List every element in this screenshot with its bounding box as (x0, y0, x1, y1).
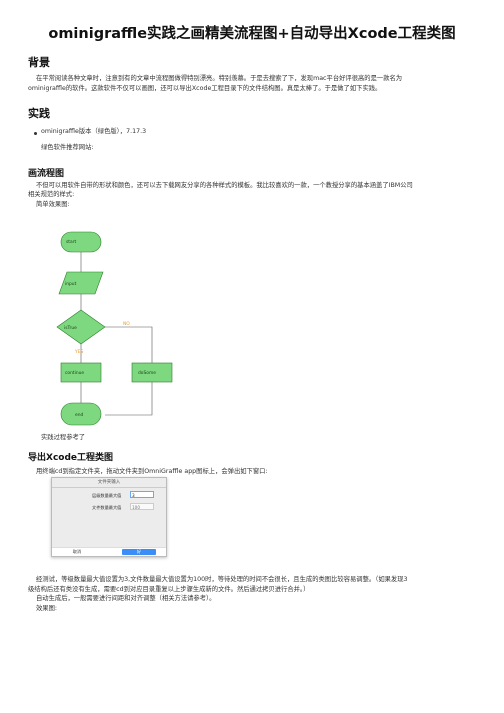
section-heading-export: 导出Xcode工程类图 (28, 453, 114, 463)
dialog-cancel-button[interactable]: 取消 (72, 549, 82, 554)
flowchart-reference-text: 实践过程参考了 (41, 434, 86, 441)
export-note-line2: 级结构后还有类没有生成，需要cd到对应目录重复以上步骤生成新的文件。然后通过拷贝… (28, 586, 310, 593)
background-paragraph-line2: ominigraffle的软件。这款软件不仅可以画图，还可以导出Xcode工程目… (28, 85, 382, 92)
flowchart-node-input (58, 271, 104, 295)
flowchart-node-decision-label: isTrue (64, 325, 77, 331)
flowchart-node-start-label: start (66, 239, 77, 245)
flowchart-branch-no-label: NO (123, 321, 130, 327)
flowchart-effect-label: 简单效果图: (36, 201, 70, 208)
background-paragraph-line1: 在平常阅读各种文章时，注意到有的文章中流程图做得特别漂亮。特别羡慕。于是去搜索了… (36, 75, 403, 82)
dialog-file-input[interactable]: 100 (130, 503, 154, 510)
flowchart-paragraph-line2: 相关规范的样式: (28, 191, 75, 198)
flowchart-node-dosome (131, 362, 173, 383)
flowchart-paragraph-line1: 不但可以用软件自带的形状和颜色，还可以去下载网友分享的各种样式的模板。我比较喜欢… (36, 182, 413, 189)
dialog-level-input[interactable]: 3 (130, 491, 154, 498)
practice-bullet-version: ominigraffle版本（绿色版），7.17.3 (41, 128, 147, 135)
export-result-label: 效果图: (36, 605, 58, 612)
flowchart-node-continue-label: continue (65, 370, 84, 376)
folder-input-dialog: 文件夹输入 层级数量最大值 3 文件数量最大值 100 取消 好 (51, 477, 167, 557)
section-heading-practice: 实践 (28, 107, 50, 120)
flowchart-node-dosome-label: doSome (138, 370, 156, 376)
flowchart-node-input-label: input (65, 281, 77, 287)
flowchart-node-start (60, 231, 102, 253)
export-note-line3: 自动生成后，一般需要进行间距和对齐调整（相关方法请参考）。 (36, 595, 216, 602)
connector-dosome-end (105, 382, 153, 416)
section-heading-flowchart: 画流程图 (28, 169, 65, 179)
dialog-footer: 取消 好 (52, 547, 166, 556)
flowchart-node-end-label: end (75, 412, 83, 418)
export-intro-text: 用终端cd到指定文件夹，拖动文件夹到OmniGraffle app图标上，会弹出… (36, 468, 268, 475)
flowchart-branch-yes-label: YES (74, 349, 83, 355)
flowchart-diagram: start input isTrue NO YES continue doSom… (56, 231, 173, 426)
dialog-ok-button[interactable]: 好 (122, 549, 156, 555)
dialog-title: 文件夹输入 (52, 478, 166, 488)
practice-recommend-site[interactable]: 绿色软件推荐网站: (41, 144, 94, 151)
connector-decision-dosome (105, 326, 153, 363)
page-title: ominigraffle实践之画精美流程图+自动导出Xcode工程类图 (48, 26, 456, 42)
flowchart-node-continue (60, 362, 102, 383)
dialog-level-label: 层级数量最大值 (92, 493, 122, 498)
bullet-icon (34, 132, 37, 135)
export-note-line1: 经测试，等级数量最大值设置为3,文件数量最大值设置为100时，等待处理的时间不会… (36, 576, 408, 583)
flowchart-node-decision (56, 309, 106, 345)
flowchart-node-end (60, 402, 102, 426)
section-heading-background: 背景 (28, 56, 50, 69)
dialog-file-label: 文件数量最大值 (92, 505, 122, 510)
